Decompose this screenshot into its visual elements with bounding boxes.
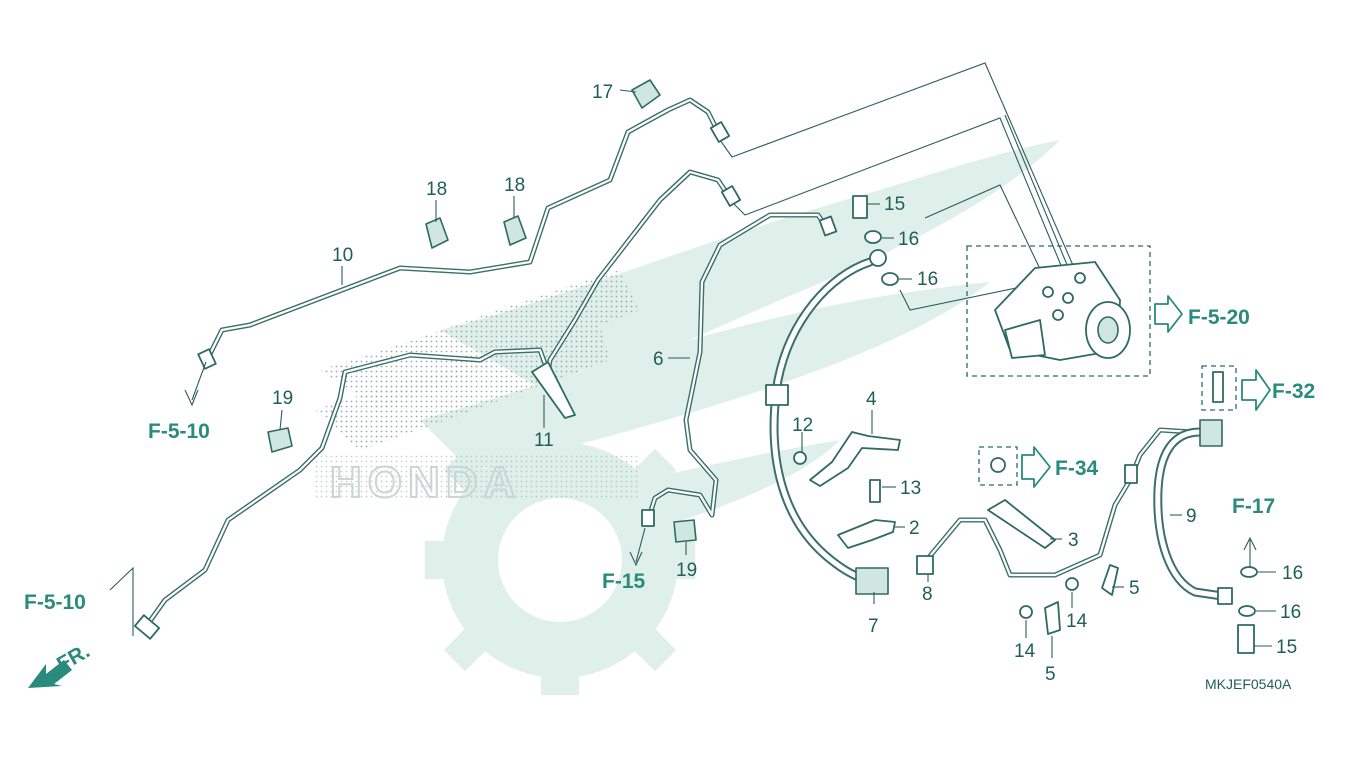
brake-pipe-10 [197,97,731,370]
clip-18-b [503,215,527,246]
clamp-5-b [1044,601,1061,635]
clamp-5-a [1101,564,1119,596]
callout-10: 10 [332,245,353,266]
callout-18-b: 18 [504,175,525,196]
callout-9: 9 [1186,506,1197,527]
callout-16-a: 16 [898,229,919,250]
diagram-code: MKJEF0540A [1205,676,1292,692]
part-callouts: 17 18 18 10 19 11 6 19 15 16 16 4 12 13 … [272,82,1303,685]
brake-pipe-6 [641,212,838,527]
brake-hose-9 [1153,419,1233,605]
washer-16-a [864,230,882,244]
brake-hose-7 [765,249,889,595]
arrow-f-32 [1241,369,1271,411]
clip-19-b [673,519,697,543]
callout-15-top: 15 [884,194,905,215]
washer-16-c [1240,566,1258,578]
callout-2: 2 [909,518,920,539]
bolt-12 [793,451,807,465]
bolt-14-b [1019,605,1033,619]
callout-6: 6 [653,349,664,370]
callout-14-b: 14 [1014,641,1036,662]
clip-17 [631,79,661,109]
callout-14-a: 14 [1066,611,1088,632]
callout-5-a: 5 [1129,578,1140,599]
bolt-15-bottom [1237,624,1255,654]
callout-16-d: 16 [1280,602,1301,623]
bolt-15-top [852,195,868,219]
callout-12: 12 [792,415,813,436]
washer-16-d [1238,605,1256,617]
ref-f-32: F-32 [1272,380,1315,403]
callout-16-b: 16 [917,269,938,290]
bracket-4 [809,431,901,487]
brake-pipe-3 [917,427,1195,578]
arrow-f-5-20 [1154,295,1183,333]
callout-11: 11 [534,430,554,451]
callout-4: 4 [866,389,877,410]
callout-7: 7 [868,616,879,637]
callout-17: 17 [592,82,613,103]
clip-19-a [267,427,293,453]
ref-f-5-10-b: F-5-10 [24,591,86,614]
abs-modulator-unit [966,245,1151,377]
callout-3: 3 [1068,530,1079,551]
callout-leaders [109,89,1276,658]
ref-arrows [1021,295,1271,488]
ref-f-17: F-17 [1232,495,1275,518]
bolt-14-a [1065,577,1079,591]
bolt-13 [869,479,881,503]
small-parts [267,79,1258,654]
section-refs: F-5-10 F-5-10 F-15 F-5-20 F-32 F-34 F-17 [24,306,1315,614]
callout-15-bottom: 15 [1276,637,1297,658]
brake-pipe-11 [133,169,742,640]
front-direction-arrow: FR. [28,639,94,688]
spring-8 [916,555,934,575]
watermark-text: HONDA [330,458,521,507]
arrow-f-34 [1021,446,1051,488]
clip-18-a [425,217,449,249]
callout-5-b: 5 [1045,664,1056,685]
callout-13: 13 [900,478,921,499]
callout-19-b: 19 [676,560,697,581]
ref-f-34: F-34 [1055,457,1099,480]
callout-16-c: 16 [1282,563,1303,584]
washer-16-b [881,272,899,286]
bracket-3 [987,499,1056,549]
ref-boxes [978,365,1237,486]
callout-18-a: 18 [426,179,447,200]
ref-f-15: F-15 [602,570,646,593]
bracket-2 [837,519,896,549]
callout-19-a: 19 [272,388,293,409]
ref-f-5-20: F-5-20 [1188,306,1250,329]
callout-8: 8 [922,584,933,605]
ref-f-5-10-a: F-5-10 [148,420,210,443]
